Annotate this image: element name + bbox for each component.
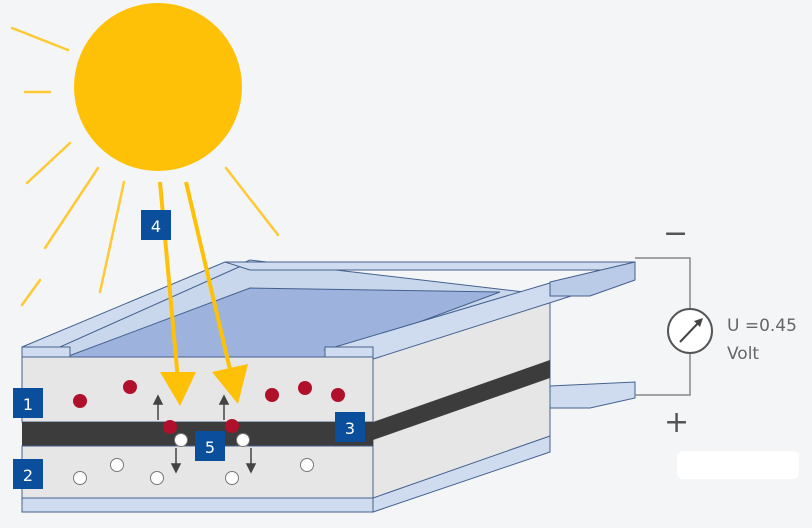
solar-cell [21,259,636,513]
carrier-motion-arrows [152,394,257,474]
label-badge-4: 4 [141,210,171,240]
top-contact-back [224,261,636,271]
label-badge-1: 1 [13,388,43,418]
hole [174,433,188,447]
positive-terminal-sign: + [664,405,689,440]
electron [331,388,345,402]
hole [150,471,164,485]
svg-text:1: 1 [23,395,33,414]
label-badge-2: 2 [13,459,43,489]
voltmeter-icon [667,308,713,354]
negative-terminal-sign: − [663,216,688,251]
svg-text:4: 4 [151,217,161,236]
electron [225,419,239,433]
blank-patch [677,451,799,479]
svg-text:3: 3 [345,419,355,438]
sun-rays [10,26,280,307]
bottom-contact [21,497,374,513]
label-badge-3: 3 [335,412,365,442]
sun-disc [74,3,242,171]
electrons [73,380,345,434]
junction-side [373,360,550,440]
negative-terminal-tab [549,261,636,297]
n-layer [21,356,374,423]
positive-terminal-tab [549,381,636,409]
circuit-wire [635,257,691,396]
hole [300,458,314,472]
svg-text:2: 2 [23,466,33,485]
label-badge-5: 5 [195,431,225,461]
holes [73,433,314,485]
hole [225,471,239,485]
svg-text:5: 5 [205,438,215,457]
voltage-unit: Volt [727,344,759,364]
sun-icon [10,3,280,307]
voltage-value: U =0.45 [727,316,797,336]
front-contact-left [21,346,71,358]
hole [236,433,250,447]
electron [298,381,312,395]
electron [73,394,87,408]
electron [163,420,177,434]
electron [265,388,279,402]
electron [123,380,137,394]
front-contact-right [324,346,374,358]
hole [110,458,124,472]
hole [73,471,87,485]
